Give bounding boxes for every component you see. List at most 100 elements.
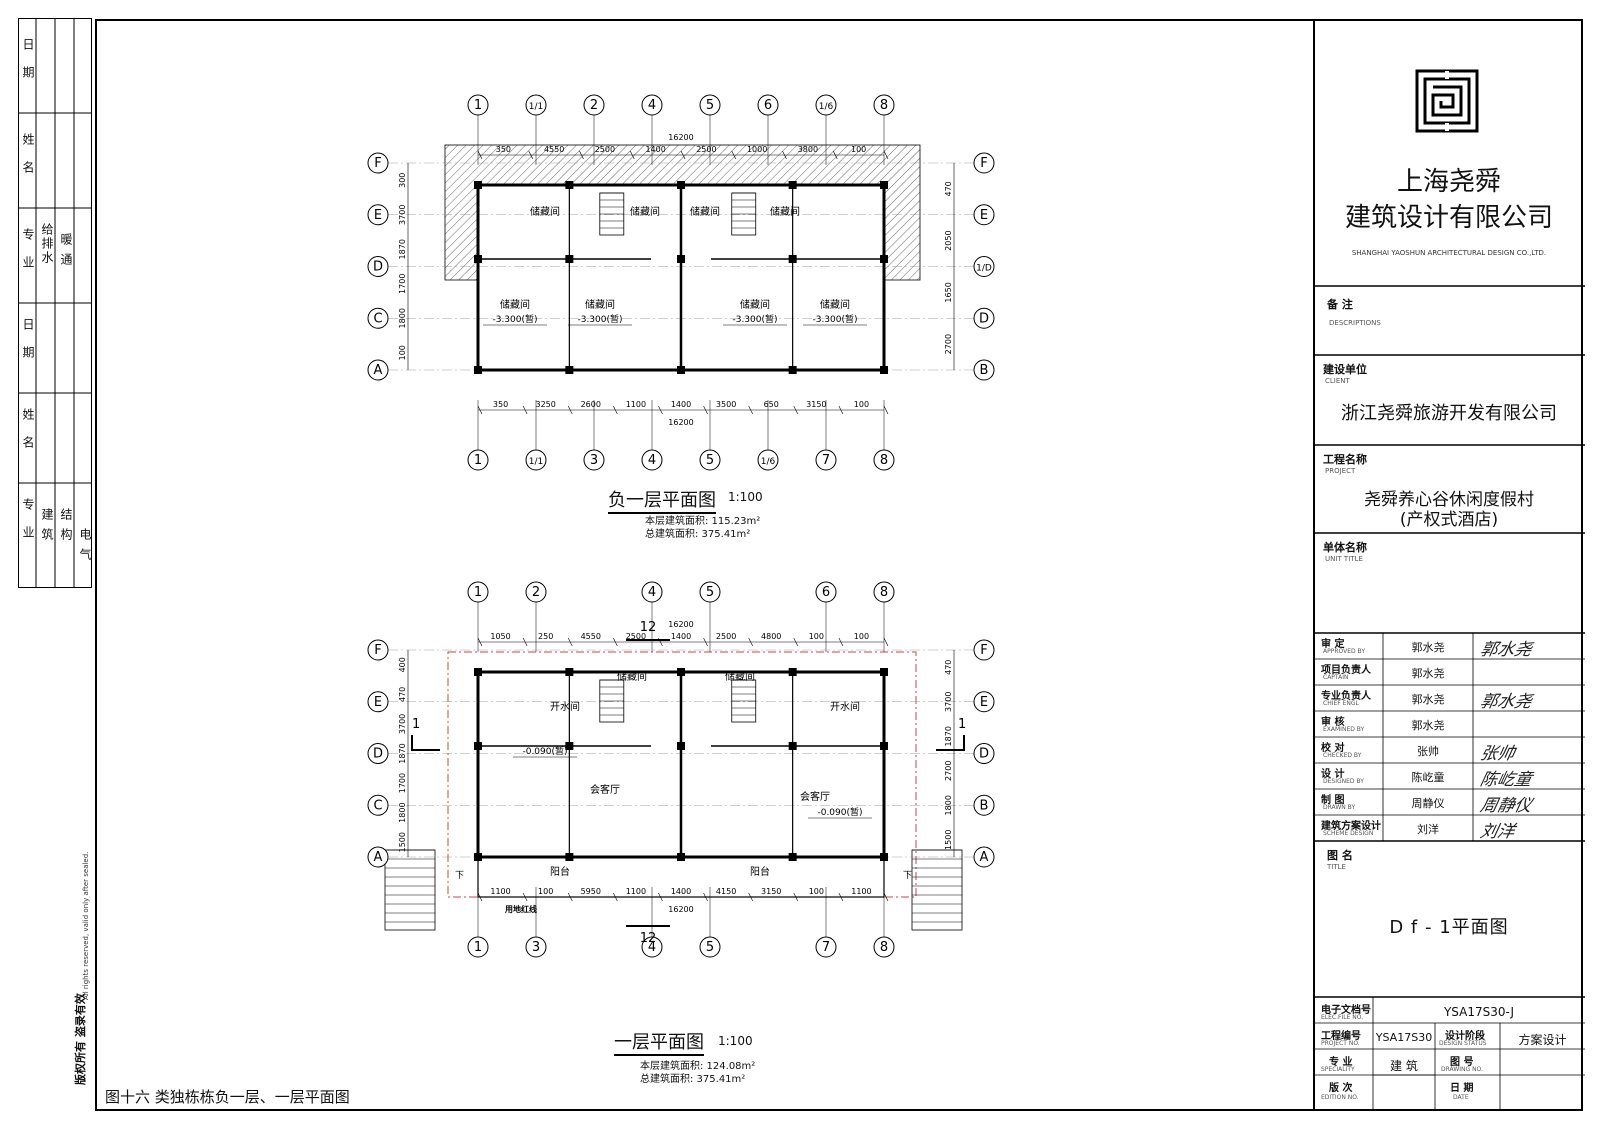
stair	[731, 679, 757, 723]
axis-bubble	[367, 794, 389, 816]
axis-bubble	[525, 581, 547, 603]
dimension-total: 16200	[668, 133, 693, 142]
axis-label: A	[374, 850, 383, 865]
axis-bubble	[583, 449, 605, 471]
axis-label: 3	[590, 453, 598, 468]
dimension-tick	[613, 637, 618, 647]
room-label: 阳台	[750, 865, 770, 878]
dimension-text: 1800	[398, 308, 407, 328]
axis-bubble	[367, 256, 389, 277]
drawing-frame	[95, 19, 1583, 1111]
date-label-en: DATE	[1453, 1094, 1469, 1101]
stamp-electrical: 电 气	[78, 528, 92, 562]
signature-name: 周静仪	[1411, 797, 1445, 810]
signature-role-label-en: CHIEF ENGL	[1323, 700, 1359, 707]
axis-bubble	[973, 743, 995, 764]
title-label: 图 名	[1327, 849, 1353, 862]
axis-label: 1	[474, 940, 482, 955]
stair	[731, 192, 757, 236]
stair-down-label: 下	[455, 871, 464, 881]
axis-label: 7	[822, 940, 830, 955]
axis-label: 8	[880, 453, 888, 468]
drawing-no-label: 图 号	[1450, 1057, 1474, 1068]
company-name-en: SHANGHAI YAOSHUN ARCHITECTURAL DESIGN CO…	[1351, 249, 1547, 257]
axis-bubble	[641, 449, 663, 471]
structural-column	[788, 255, 797, 263]
dimension-text: 350	[493, 400, 508, 409]
axis-label: E	[374, 208, 382, 223]
axis-bubble	[467, 936, 489, 958]
structural-column	[565, 853, 574, 861]
axis-bubble	[973, 691, 995, 713]
ground-area-this: 本层建筑面积: 124.08m²	[640, 1061, 756, 1072]
section-mark: 12	[640, 931, 657, 946]
title-block: 上海尧舜 建筑设计有限公司 SHANGHAI YAOSHUN ARCHITECT…	[1313, 19, 1585, 1111]
axis-label: 7	[822, 453, 830, 468]
dimension-text: 1050	[490, 632, 510, 641]
signature-role-label-en: DESIGNED BY	[1323, 778, 1364, 785]
axis-label: 4	[648, 98, 656, 113]
project-no-value: YSA17S30	[1375, 1031, 1433, 1044]
axis-label: 4	[648, 585, 656, 600]
exterior-stair	[911, 849, 963, 931]
dimension-tick	[838, 892, 844, 902]
axis-label: 5	[706, 453, 714, 468]
signature-name: 郭水尧	[1411, 719, 1445, 732]
section-mark: 1	[412, 717, 420, 732]
dimension-text: 3700	[398, 205, 407, 225]
axis-bubble	[467, 581, 489, 603]
dimension-tick	[680, 150, 686, 160]
project-label-en: PROJECT	[1325, 467, 1356, 475]
room-label: 储藏间	[740, 298, 770, 311]
axis-label: 1/1	[529, 457, 543, 467]
dimension-tick	[477, 637, 483, 647]
signature-name: 刘洋	[1417, 823, 1439, 836]
dimension-tick	[567, 637, 573, 647]
axis-label: D	[373, 260, 383, 275]
dimension-tick	[832, 150, 838, 160]
axis-bubble	[973, 639, 995, 661]
dimension-tick	[883, 637, 889, 647]
level-mark: -3.300(暂)	[812, 313, 857, 325]
elec-file-label: 电子文档号	[1321, 1005, 1371, 1016]
dimension-text: 5950	[581, 887, 601, 896]
structural-column	[788, 853, 797, 861]
dimension-tick	[613, 405, 618, 415]
axis-bubble	[367, 152, 389, 174]
axis-bubble	[641, 94, 663, 116]
dimension-tick	[567, 405, 573, 415]
structural-column	[788, 742, 797, 750]
room-label: 开水间	[550, 700, 580, 713]
dimension-total: 16200	[668, 905, 693, 914]
axis-label: 1	[474, 453, 482, 468]
room-label: 储藏间	[630, 205, 660, 218]
dimension-text: 1500	[398, 832, 407, 852]
axis-bubble	[467, 94, 489, 116]
dimension-tick	[522, 892, 528, 902]
axis-label: A	[374, 363, 383, 378]
dimension-text: 1650	[944, 282, 953, 302]
axis-bubble	[973, 307, 995, 329]
title-label-en: TITLE	[1327, 863, 1346, 871]
axis-bubble	[641, 581, 663, 603]
room-label: 储藏间	[530, 205, 560, 218]
axis-bubble	[467, 449, 489, 471]
axis-bubble	[583, 94, 605, 116]
axis-bubble	[367, 307, 389, 329]
dimension-text: 400	[398, 657, 407, 672]
room-label: 储藏间	[617, 670, 647, 683]
axis-bubble	[641, 936, 663, 958]
dimension-tick	[748, 637, 753, 647]
axis-label: 2	[590, 98, 598, 113]
axis-label: 1/6	[819, 102, 834, 112]
axis-label: 8	[880, 98, 888, 113]
basement-area-total: 总建筑面积: 375.41m²	[645, 529, 751, 540]
dimension-text: 2500	[595, 145, 615, 154]
dimension-text: 1400	[645, 145, 665, 154]
dimension-tick	[579, 150, 584, 160]
structural-column	[880, 853, 888, 861]
design-stage-label: 设计阶段	[1445, 1031, 1485, 1042]
axis-bubble	[973, 152, 995, 174]
axis-label: 5	[706, 98, 714, 113]
